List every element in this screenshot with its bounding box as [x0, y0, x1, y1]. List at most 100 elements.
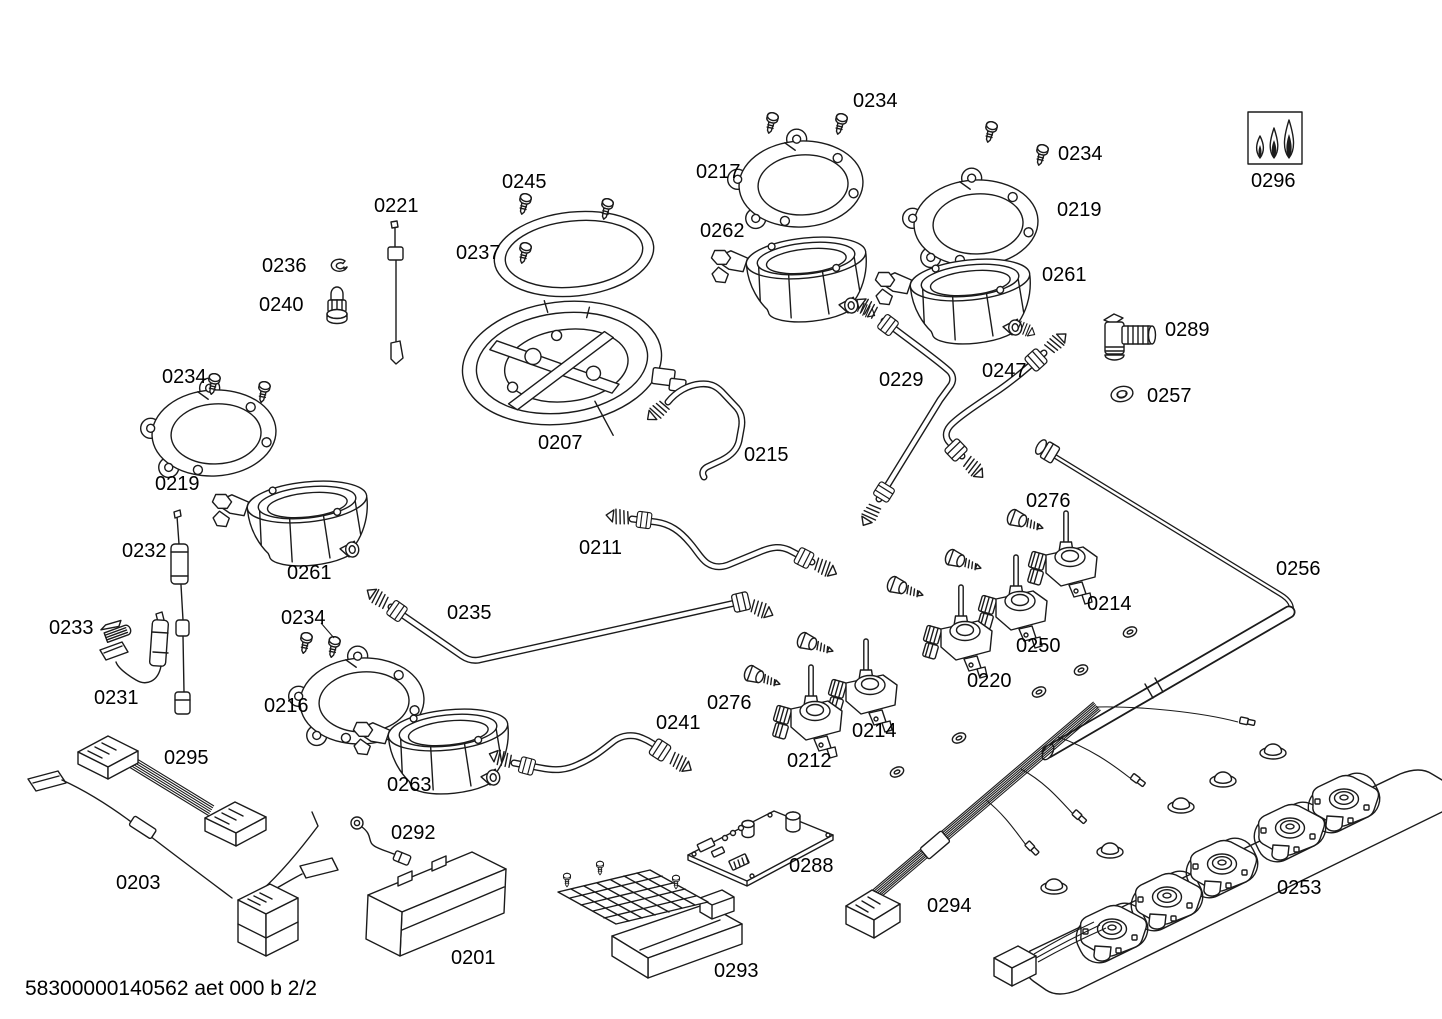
thermocouple-0232 [170, 509, 191, 715]
part-label-0217: 0217 [696, 161, 741, 183]
burner-assembly-0207 [461, 299, 687, 437]
gas-pipe-0215 [642, 380, 746, 481]
part-label-0235: 0235 [447, 602, 492, 624]
o-ring [1072, 662, 1090, 678]
shield-box-0201 [365, 851, 507, 957]
part-label-0257: 0257 [1147, 385, 1192, 407]
part-label-0250: 0250 [1016, 635, 1061, 657]
burner-housing-0261-left [209, 475, 375, 576]
part-label-0220: 0220 [967, 670, 1012, 692]
grommet-cap [1259, 743, 1287, 760]
screw-0234 [831, 111, 849, 137]
part-label-0276: 0276 [1026, 490, 1071, 512]
screw-0234 [297, 631, 314, 656]
screw-0245 [515, 191, 533, 217]
part-label-0295: 0295 [164, 747, 209, 769]
part-label-0292: 0292 [391, 822, 436, 844]
part-label-0221: 0221 [374, 195, 419, 217]
burner-housing-0261-right [872, 253, 1038, 354]
part-label-0262: 0262 [700, 220, 745, 242]
clip-0233 [100, 619, 132, 644]
part-label-0214: 0214 [1087, 593, 1132, 615]
label-leader-line [320, 622, 335, 639]
part-label-0237: 0237 [456, 242, 501, 264]
part-label-0289: 0289 [1165, 319, 1210, 341]
gas-pipe-0247 [942, 327, 1072, 483]
part-label-0234: 0234 [162, 366, 207, 388]
part-label-0234: 0234 [1058, 143, 1103, 165]
part-label-0232: 0232 [122, 540, 167, 562]
part-label-0212: 0212 [787, 750, 832, 772]
grommet-cap [1096, 842, 1124, 859]
part-label-0247: 0247 [982, 360, 1027, 382]
nozzle-plug-0276 [794, 630, 837, 660]
o-ring [1121, 624, 1139, 640]
burner-gasket-0219-right [899, 164, 1041, 271]
screw-0234 [981, 119, 999, 145]
gas-pipe-0229 [851, 293, 957, 531]
rotary-switch [1079, 904, 1148, 962]
screw-0234 [762, 110, 780, 136]
part-label-0234: 0234 [281, 607, 326, 629]
part-label-0240: 0240 [259, 294, 304, 316]
part-label-0234: 0234 [853, 90, 898, 112]
part-label-0229: 0229 [879, 369, 924, 391]
part-label-0296: 0296 [1251, 170, 1296, 192]
wire-harness-0294 [845, 701, 1257, 939]
part-label-0261: 0261 [287, 562, 332, 584]
gas-valve-0212 [771, 664, 843, 759]
part-label-0236: 0236 [262, 255, 307, 277]
part-label-0241: 0241 [656, 712, 701, 734]
grommet-cap [1040, 878, 1068, 895]
o-ring [1030, 684, 1048, 700]
nozzle-plug-0276 [884, 574, 927, 604]
washer-0257 [1110, 385, 1134, 403]
part-label-0215: 0215 [744, 444, 789, 466]
part-label-0214: 0214 [852, 720, 897, 742]
gas-pipe-0241 [486, 732, 696, 777]
igniter-0231 [99, 611, 170, 684]
ignition-wire-0292 [350, 816, 412, 866]
screw-0234 [1032, 142, 1050, 168]
nozzle-0240 [326, 286, 348, 325]
grommet-cap [1209, 771, 1237, 788]
part-label-0261: 0261 [1042, 264, 1087, 286]
elbow-fitting-0289 [1103, 313, 1157, 361]
part-label-0216: 0216 [264, 695, 309, 717]
grommet-cap [1167, 797, 1195, 814]
part-label-0263: 0263 [387, 774, 432, 796]
gas-pipe-0211 [604, 507, 841, 581]
oval-ring-0237 [493, 210, 655, 298]
ribbon-cable-0295 [77, 735, 267, 847]
o-ring [950, 730, 968, 746]
part-label-0211: 0211 [579, 537, 623, 559]
gas-flame-icon [1247, 111, 1303, 165]
part-label-0203: 0203 [116, 872, 161, 894]
ignition-electrode-0221 [387, 220, 404, 365]
part-label-0253: 0253 [1277, 877, 1322, 899]
manifold-pipe-0256 [1034, 439, 1296, 761]
part-label-0219: 0219 [155, 473, 200, 495]
screw-0234 [255, 380, 272, 405]
part-label-0294: 0294 [927, 895, 972, 917]
part-label-0276: 0276 [707, 692, 752, 714]
part-label-0231: 0231 [94, 687, 139, 709]
part-label-0219: 0219 [1057, 199, 1102, 221]
nozzle-plug-0276 [741, 663, 784, 693]
document-code: 58300000140562 aet 000 b 2/2 [25, 977, 317, 1000]
wire-harness-0203 [27, 770, 339, 957]
rail-connector [993, 921, 1107, 987]
part-label-0293: 0293 [714, 960, 759, 982]
part-label-0207: 0207 [538, 432, 583, 454]
part-label-0233: 0233 [49, 617, 94, 639]
burner-housing-0262 [708, 231, 874, 332]
burner-gasket-0217 [724, 125, 866, 232]
part-label-0201: 0201 [451, 947, 496, 969]
control-tray-0293 [557, 860, 743, 979]
switch-rail-0253 [993, 769, 1442, 995]
clip-0236 [330, 258, 348, 272]
nozzle-plug-0276 [1004, 507, 1047, 537]
screw-0234 [325, 635, 342, 660]
